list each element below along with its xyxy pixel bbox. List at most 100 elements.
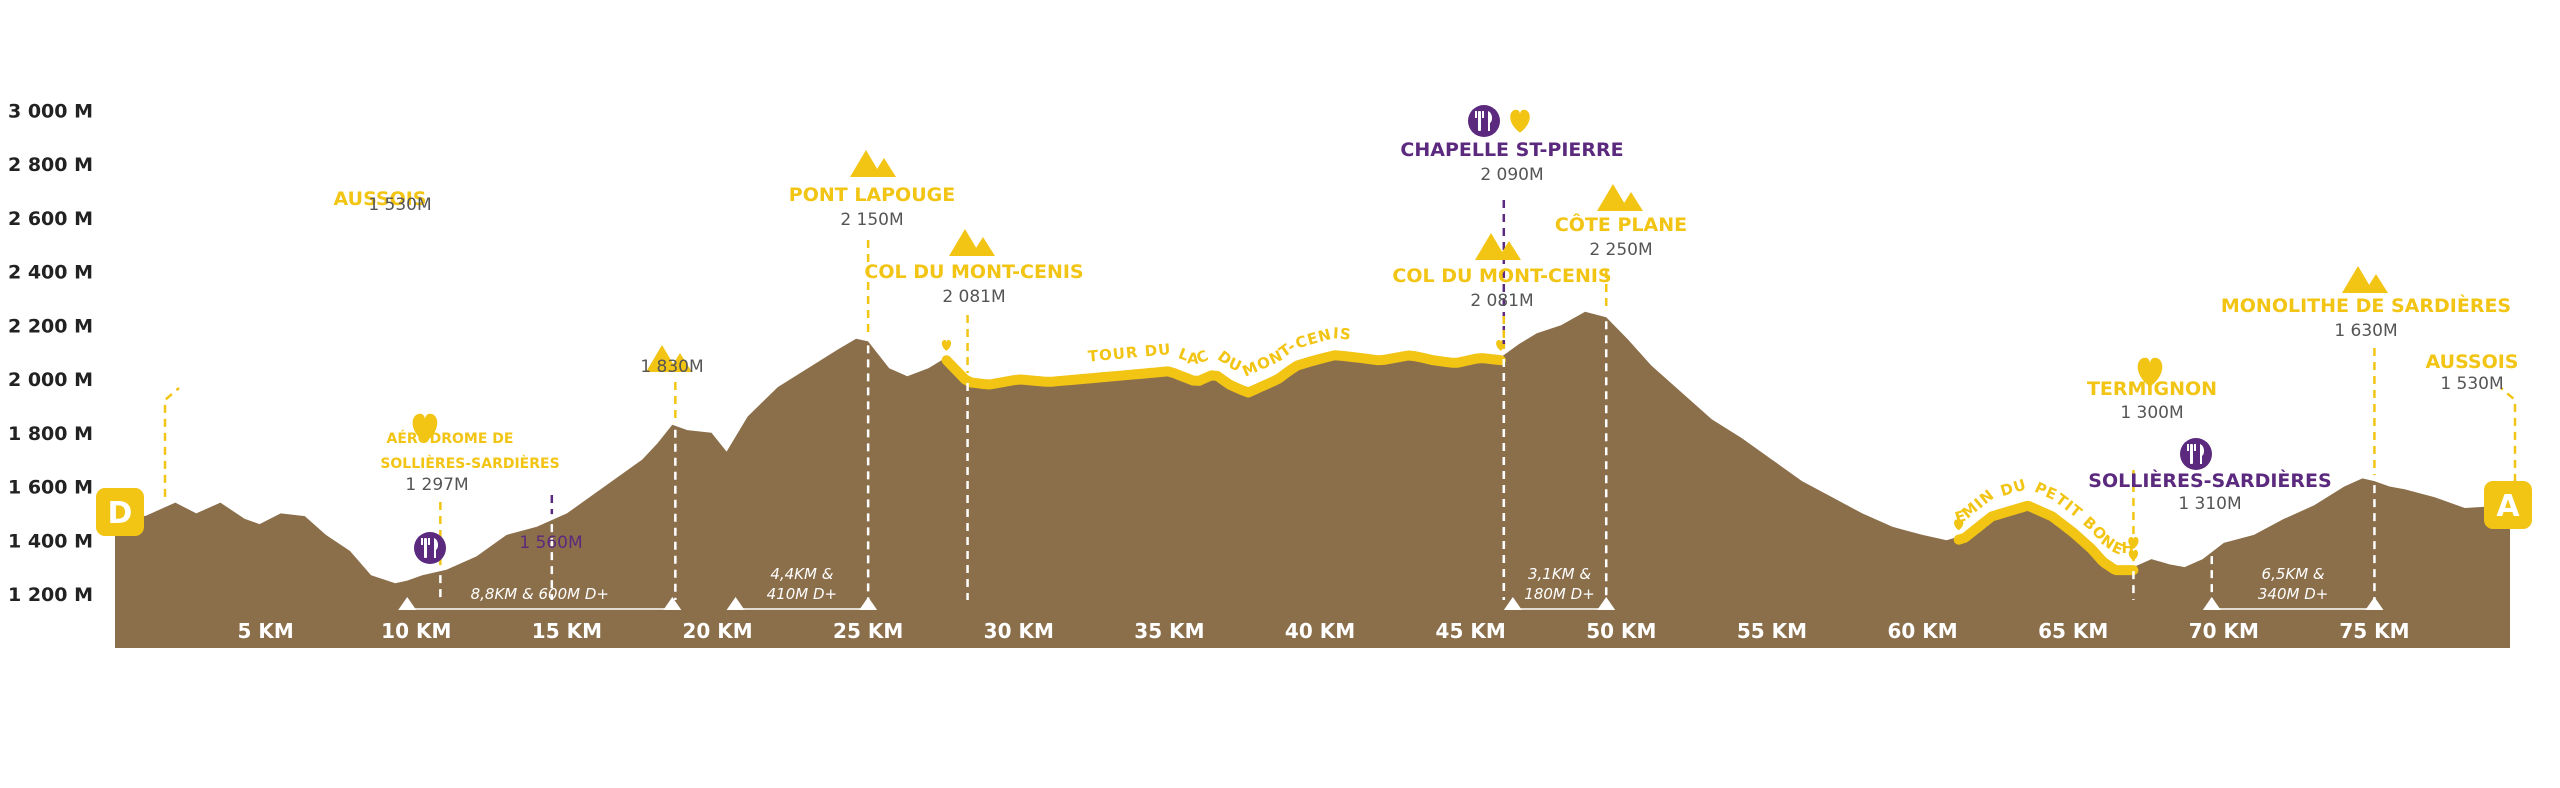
waypoint-altitude: 1 830M (640, 357, 703, 377)
end-badge: A (2484, 481, 2532, 529)
mountain-icon (1597, 184, 1643, 211)
badge-box (2484, 481, 2532, 529)
x-tick-label: 65 KM (2038, 619, 2108, 643)
x-tick-label: 25 KM (833, 619, 903, 643)
x-tick-label: 75 KM (2339, 619, 2409, 643)
waypoint-altitude: 1 297M (405, 475, 468, 495)
climb-segment-label: 180M D+ (1524, 585, 1594, 603)
mountain-peak-small (1497, 241, 1521, 260)
waypoint-name: MONOLITHE DE SARDIÈRES (2221, 294, 2511, 317)
badge-letter: D (108, 496, 133, 531)
waypoint-name: CÔTE PLANE (1555, 212, 1687, 236)
waypoint-name: COL DU MONT-CENIS (1392, 265, 1611, 287)
mountain-icon (646, 345, 692, 372)
waypoint-name: SOLLIÈRES-SARDIÈRES (2088, 469, 2331, 492)
waypoint-altitude: 1 560M (519, 533, 582, 553)
climb-segment-label: 340M D+ (2258, 585, 2328, 603)
waypoint-leader-line (163, 387, 180, 497)
climb-segment-label: 3,1KM & (1528, 565, 1591, 583)
y-tick-label: 1 600 M (8, 477, 93, 499)
terrain-layer (115, 311, 2510, 648)
waypoint-altitude: 2 090M (1480, 165, 1543, 185)
fork-handle (424, 538, 427, 558)
climb-segment-label: 4,4KM & (770, 565, 833, 583)
climb-segment-label: 410M D+ (767, 585, 837, 603)
waypoint-name: AUSSOIS (2426, 351, 2519, 373)
mountain-peak-large (646, 345, 678, 372)
fork-knife-icon (2180, 438, 2212, 470)
mountain-icon (949, 229, 995, 256)
highlight-trail-line (941, 350, 1506, 398)
mountain-icon (1475, 233, 1521, 260)
mountain-peak-small (1619, 192, 1643, 211)
mountain-peak-large (850, 150, 882, 177)
mountain-peak-large (949, 229, 981, 256)
waypoint-altitude: 2 081M (1470, 291, 1533, 311)
climb-segment-marker (663, 597, 682, 610)
y-tick-label: 1 400 M (8, 530, 93, 552)
climb-segment-label: 6,5KM & (2262, 565, 2325, 583)
climb-segment-marker (2365, 597, 2384, 610)
mountain-peak-small (2364, 274, 2388, 293)
knife-blade (434, 538, 439, 558)
waypoint-altitude: 1 300M (2120, 403, 2183, 423)
waypoint-altitude: 2 081M (942, 287, 1005, 307)
x-tick-label: 40 KM (1285, 619, 1355, 643)
y-tick-label: 2 400 M (8, 262, 93, 284)
mountain-peak-small (971, 237, 995, 256)
climb-segment-marker (2202, 597, 2221, 610)
heart-icon (1954, 519, 1964, 531)
terrain-area (115, 311, 2510, 648)
y-tick-label: 2 200 M (8, 315, 93, 337)
badge-letter: A (2496, 489, 2520, 524)
food-icon-circle (414, 532, 446, 564)
badge-box (96, 488, 144, 536)
mountain-peak-large (1597, 184, 1629, 211)
y-tick-label: 2 000 M (8, 369, 93, 391)
fork-tine (2194, 444, 2196, 451)
x-tick-label: 15 KM (532, 619, 602, 643)
fork-handle (1478, 111, 1481, 131)
x-tick-label: 55 KM (1737, 619, 1807, 643)
y-tick-label: 3 000 M (8, 100, 93, 122)
knife-blade (1488, 111, 1493, 131)
climb-segment-marker (1597, 597, 1616, 610)
y-axis: 1 200 M1 400 M1 600 M1 800 M2 000 M2 200… (8, 100, 93, 606)
waypoint-altitude: 2 250M (1589, 240, 1652, 260)
waypoint-altitude: 1 530M (368, 195, 431, 215)
waypoint-marker: 1 560M (414, 495, 583, 600)
waypoint-leader-line (2500, 387, 2517, 496)
heart-icon (2137, 357, 2163, 387)
food-icon-circle (1468, 105, 1500, 137)
x-tick-label: 5 KM (237, 619, 293, 643)
heart-icon (412, 413, 438, 443)
start-badge: D (96, 488, 144, 536)
x-tick-label: 45 KM (1436, 619, 1506, 643)
y-tick-label: 2 600 M (8, 208, 93, 230)
x-tick-label: 10 KM (381, 619, 451, 643)
knife-blade (2200, 444, 2205, 464)
mountain-peak-small (872, 158, 896, 177)
fork-knife-icon (414, 532, 446, 564)
fork-knife-icon (1468, 105, 1500, 137)
waypoint-altitude: 2 150M (840, 210, 903, 230)
waypoint-marker: CÔTE PLANE 2 250M (1555, 184, 1687, 600)
x-tick-label: 20 KM (682, 619, 752, 643)
food-icon-circle (2180, 438, 2212, 470)
x-tick-label: 60 KM (1887, 619, 1957, 643)
fork-tine (421, 538, 423, 545)
mountain-peak-small (668, 353, 692, 372)
waypoint-name: CHAPELLE ST-PIERRE (1400, 139, 1623, 161)
waypoint-name: AÉRODROME DE (387, 430, 514, 447)
heart-icon (941, 340, 952, 351)
waypoint-name: COL DU MONT-CENIS (864, 261, 1083, 283)
waypoint-altitude: 1 530M (2440, 374, 2503, 394)
y-tick-label: 2 800 M (8, 154, 93, 176)
fork-tine (1475, 111, 1477, 118)
